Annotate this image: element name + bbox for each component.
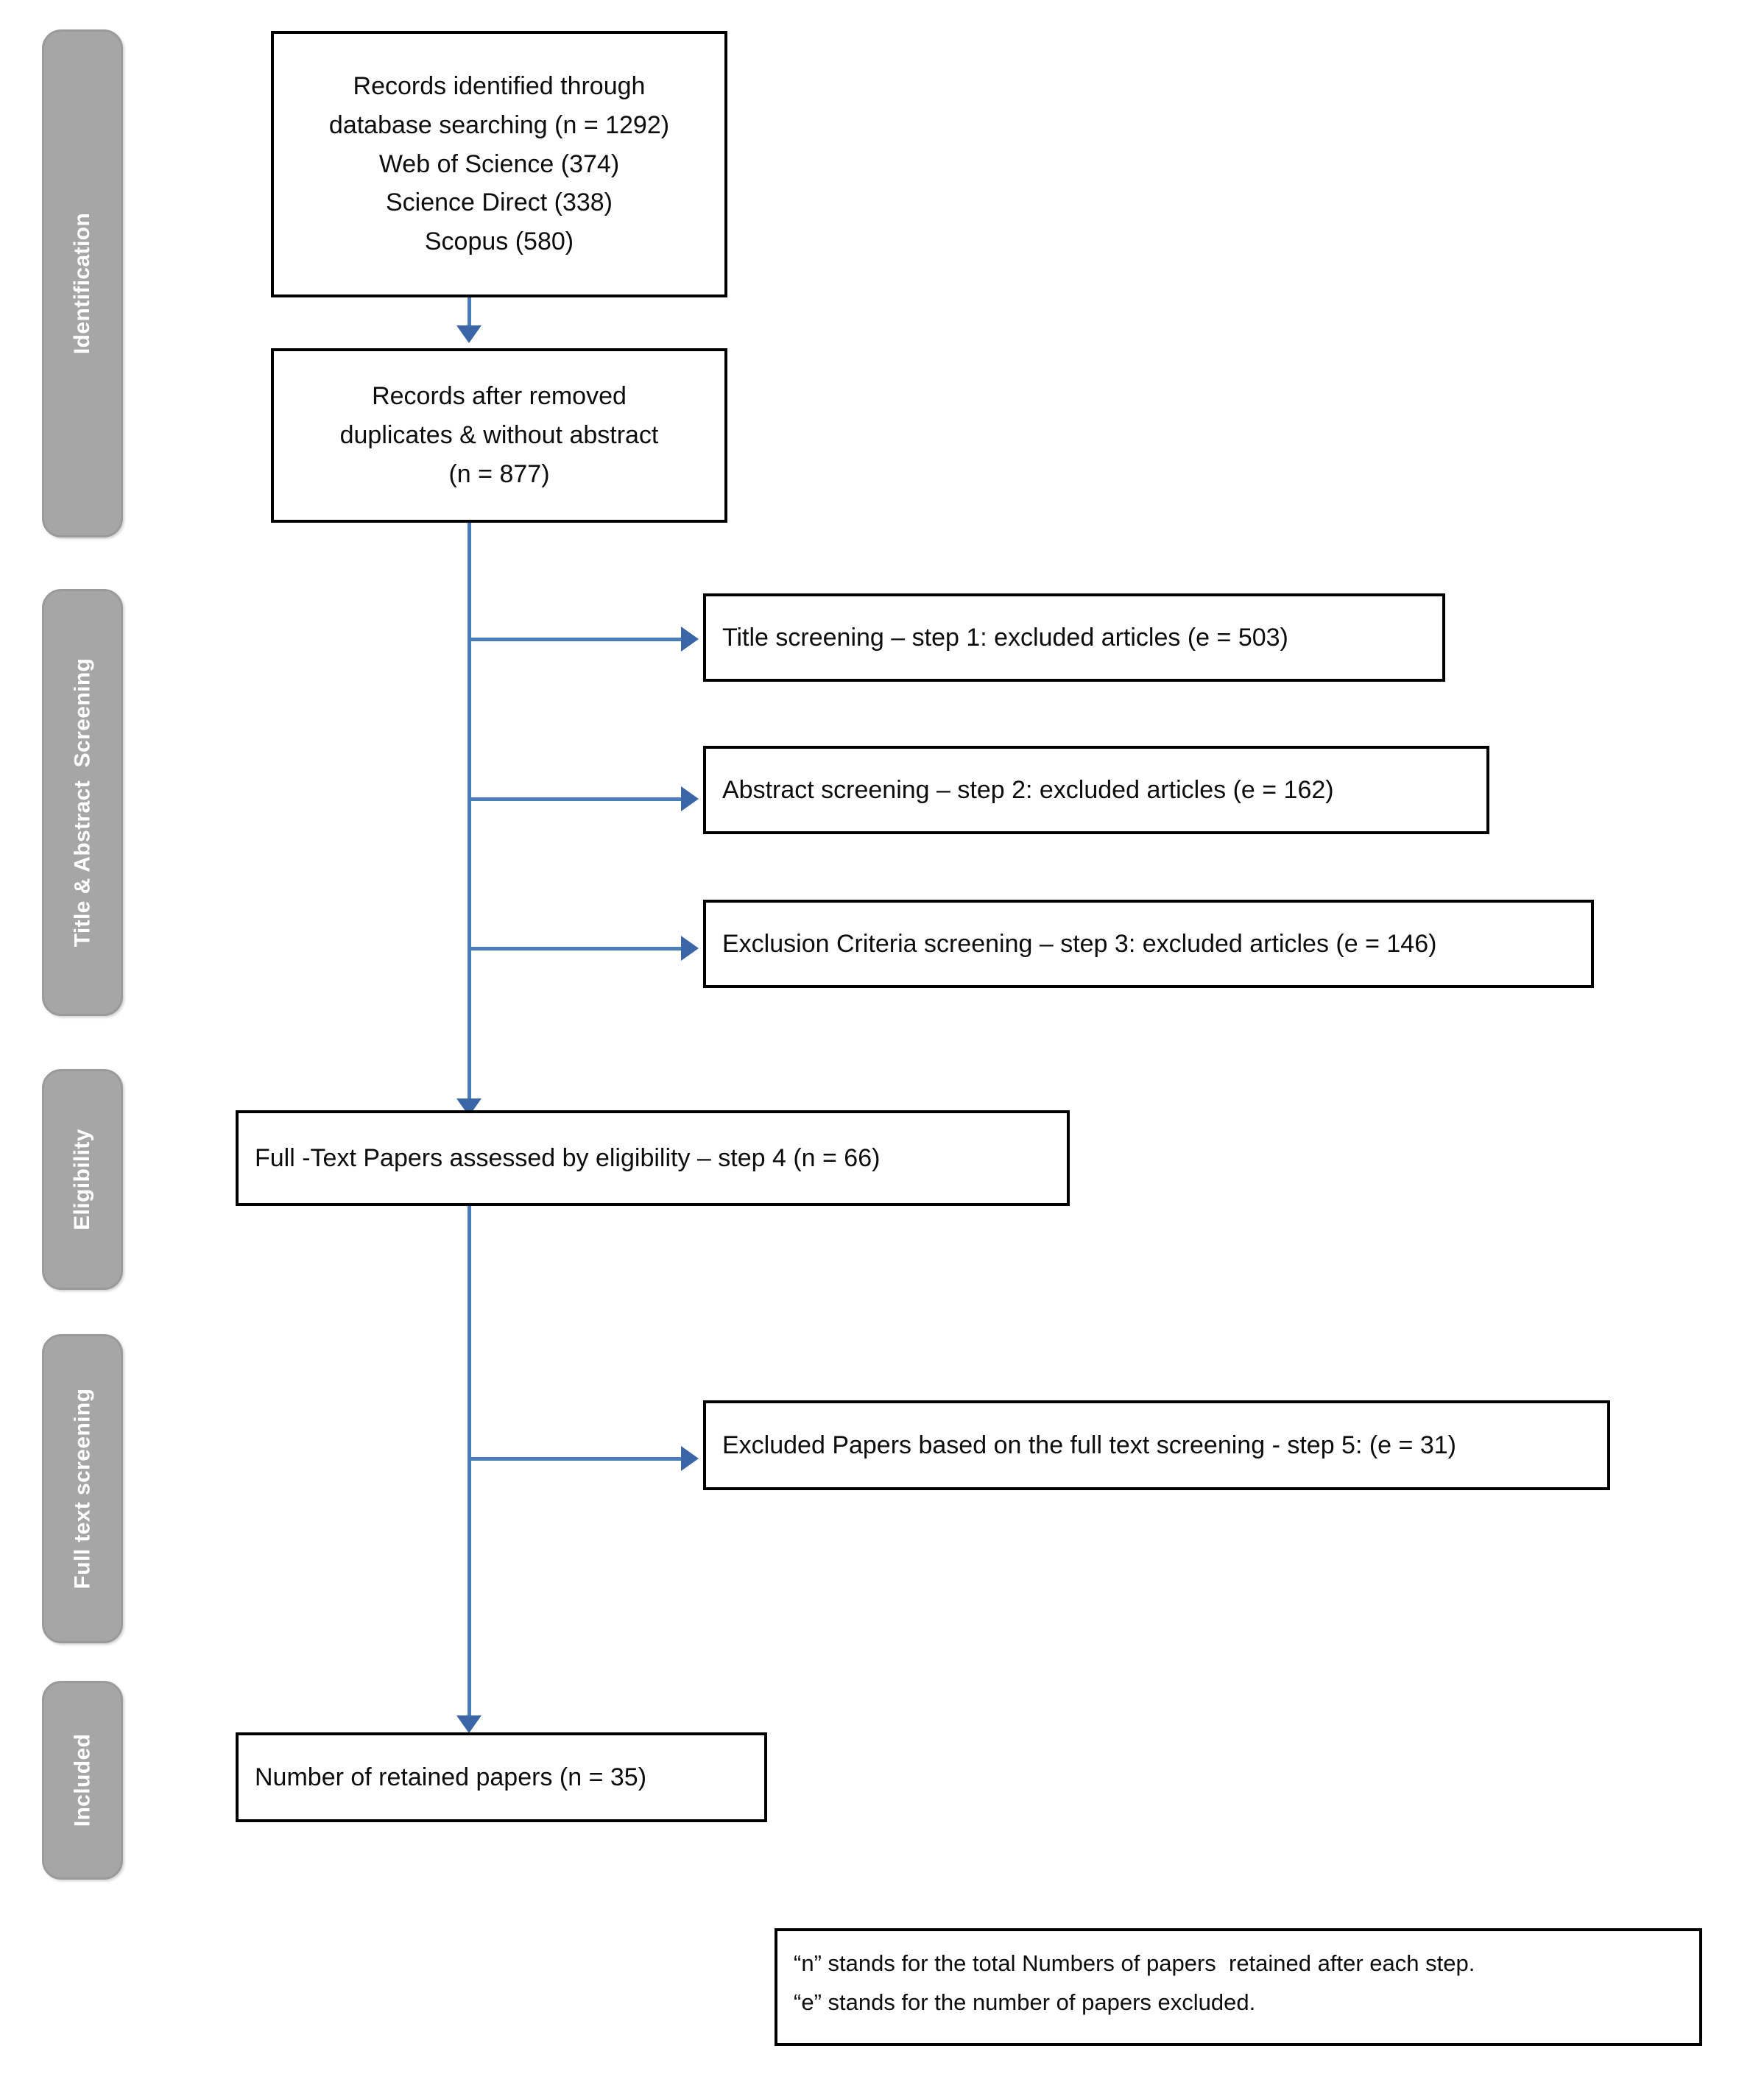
stage-label-title-abstract-screening: Title & Abstract Screening [70, 657, 95, 948]
node-records-after-duplicates-text: Records after removed duplicates & witho… [339, 382, 659, 488]
connector-branch-step1 [469, 638, 690, 641]
arrowhead-branch-step3 [681, 936, 699, 961]
node-eligibility-assessed: Full -Text Papers assessed by eligibilit… [236, 1110, 1070, 1206]
legend-line-e: “e” stands for the number of papers excl… [794, 1989, 1256, 2015]
node-eligibility-assessed-text: Full -Text Papers assessed by eligibilit… [255, 1143, 881, 1172]
stage-bar-title-abstract-screening: Title & Abstract Screening [42, 589, 123, 1016]
connector-main-trunk [468, 523, 471, 1112]
node-records-identified: Records identified through database sear… [271, 31, 727, 297]
arrowhead-branch-step2 [681, 786, 699, 811]
stage-bar-eligibility: Eligibility [42, 1069, 123, 1290]
node-excluded-step2: Abstract screening – step 2: excluded ar… [703, 746, 1489, 834]
connector-branch-step5 [469, 1457, 690, 1461]
connector-branch-step2 [469, 797, 690, 801]
legend-box: “n” stands for the total Numbers of pape… [775, 1928, 1702, 2046]
node-excluded-step5: Excluded Papers based on the full text s… [703, 1400, 1610, 1490]
stage-label-included: Included [70, 1733, 95, 1827]
stage-label-identification: Identification [70, 212, 95, 355]
node-records-after-duplicates: Records after removed duplicates & witho… [271, 348, 727, 523]
connector-eligibility-to-retained [468, 1206, 471, 1729]
node-retained-papers: Number of retained papers (n = 35) [236, 1732, 767, 1822]
node-excluded-step2-text: Abstract screening – step 2: excluded ar… [722, 775, 1334, 804]
node-excluded-step1-text: Title screening – step 1: excluded artic… [722, 623, 1288, 652]
stage-bar-included: Included [42, 1681, 123, 1880]
arrowhead-trunk-to-retained [456, 1715, 481, 1733]
node-records-identified-text: Records identified through database sear… [328, 72, 670, 256]
arrowhead-identified-to-dedup [456, 325, 481, 343]
node-excluded-step5-text: Excluded Papers based on the full text s… [722, 1431, 1456, 1459]
legend-line-n: “n” stands for the total Numbers of pape… [794, 1950, 1475, 1976]
node-excluded-step1: Title screening – step 1: excluded artic… [703, 593, 1445, 682]
arrowhead-branch-step5 [681, 1446, 699, 1471]
connector-branch-step3 [469, 947, 690, 950]
stage-label-full-text-screening: Full text screening [70, 1388, 95, 1590]
node-retained-papers-text: Number of retained papers (n = 35) [255, 1763, 647, 1791]
connector-identified-to-dedup [468, 297, 471, 339]
stage-bar-identification: Identification [42, 29, 123, 537]
node-excluded-step3: Exclusion Criteria screening – step 3: e… [703, 900, 1594, 988]
stage-bar-full-text-screening: Full text screening [42, 1334, 123, 1643]
node-excluded-step3-text: Exclusion Criteria screening – step 3: e… [722, 929, 1437, 958]
arrowhead-branch-step1 [681, 627, 699, 652]
stage-label-eligibility: Eligibility [70, 1129, 94, 1230]
